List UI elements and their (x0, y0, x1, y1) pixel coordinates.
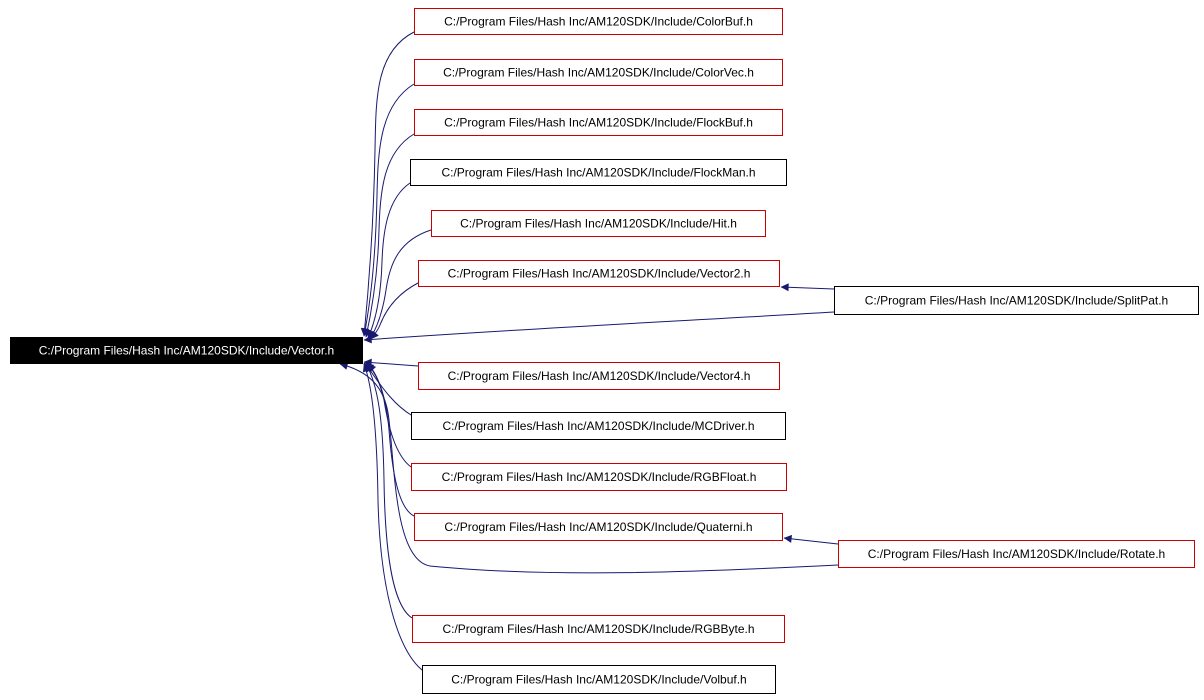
node-box (834, 286, 1199, 315)
node-box (418, 260, 780, 287)
node-label: C:/Program Files/Hash Inc/AM120SDK/Inclu… (444, 15, 753, 29)
node-label: C:/Program Files/Hash Inc/AM120SDK/Inclu… (448, 267, 751, 281)
node-box (411, 412, 786, 440)
node-label: C:/Program Files/Hash Inc/AM120SDK/Inclu… (451, 673, 746, 687)
node-rotate[interactable]: C:/Program Files/Hash Inc/AM120SDK/Inclu… (838, 540, 1195, 568)
edge-vector4-to-vector (363, 358, 419, 367)
node-box (410, 159, 787, 186)
edge-rotate-to-quaterni (783, 534, 839, 545)
node-box (411, 463, 787, 491)
node-label: C:/Program Files/Hash Inc/AM120SDK/Inclu… (865, 294, 1168, 308)
edge-hit-to-vector (369, 229, 432, 340)
node-label: C:/Program Files/Hash Inc/AM120SDK/Inclu… (444, 116, 753, 130)
node-volbuf[interactable]: C:/Program Files/Hash Inc/AM120SDK/Inclu… (422, 665, 776, 694)
node-rgbbyte[interactable]: C:/Program Files/Hash Inc/AM120SDK/Inclu… (412, 615, 785, 643)
node-rgbfloat[interactable]: C:/Program Files/Hash Inc/AM120SDK/Inclu… (411, 463, 787, 491)
node-label: C:/Program Files/Hash Inc/AM120SDK/Inclu… (442, 470, 757, 484)
node-box (422, 665, 776, 694)
node-box (431, 210, 766, 237)
node-box (414, 513, 783, 541)
edge-splitpat-to-vector2 (780, 283, 835, 292)
edge-flockman-to-vector (367, 182, 411, 339)
node-box (414, 109, 783, 136)
node-hit[interactable]: C:/Program Files/Hash Inc/AM120SDK/Inclu… (431, 210, 766, 237)
edge-colorvec-to-vector (361, 83, 415, 337)
edge-rgbbyte-to-vector (365, 363, 413, 619)
node-box (10, 337, 363, 364)
node-layer: C:/Program Files/Hash Inc/AM120SDK/Inclu… (10, 8, 1199, 694)
node-box (838, 540, 1195, 568)
node-label: C:/Program Files/Hash Inc/AM120SDK/Inclu… (460, 217, 737, 231)
node-box (412, 615, 785, 643)
node-label: C:/Program Files/Hash Inc/AM120SDK/Inclu… (868, 547, 1165, 561)
node-mcdriver[interactable]: C:/Program Files/Hash Inc/AM120SDK/Inclu… (411, 412, 786, 440)
node-colorbuf[interactable]: C:/Program Files/Hash Inc/AM120SDK/Inclu… (414, 8, 783, 35)
node-label: C:/Program Files/Hash Inc/AM120SDK/Inclu… (448, 369, 751, 383)
node-vector4[interactable]: C:/Program Files/Hash Inc/AM120SDK/Inclu… (418, 362, 780, 390)
node-label: C:/Program Files/Hash Inc/AM120SDK/Inclu… (443, 66, 754, 80)
edge-rotate-to-vector (339, 361, 839, 574)
edge-splitpat-to-vector (363, 311, 835, 344)
node-colorvec[interactable]: C:/Program Files/Hash Inc/AM120SDK/Inclu… (414, 59, 783, 86)
node-box (418, 362, 780, 390)
edge-colorbuf-to-vector (360, 31, 415, 337)
node-box (414, 59, 783, 86)
edge-flockbuf-to-vector (363, 133, 415, 338)
root-node-vector[interactable]: C:/Program Files/Hash Inc/AM120SDK/Inclu… (10, 337, 363, 364)
edge-volbuf-to-vector (362, 363, 423, 671)
node-label: C:/Program Files/Hash Inc/AM120SDK/Inclu… (442, 419, 754, 433)
node-flockman[interactable]: C:/Program Files/Hash Inc/AM120SDK/Inclu… (410, 159, 787, 186)
node-label: C:/Program Files/Hash Inc/AM120SDK/Inclu… (441, 166, 755, 180)
node-box (414, 8, 783, 35)
edge-quaterni-to-vector (367, 363, 415, 517)
edge-vector2-to-vector (370, 282, 419, 340)
edge-layer (339, 31, 839, 671)
edge-mcdriver-to-vector (363, 362, 412, 416)
node-splitpat[interactable]: C:/Program Files/Hash Inc/AM120SDK/Inclu… (834, 286, 1199, 315)
node-label: C:/Program Files/Hash Inc/AM120SDK/Inclu… (442, 622, 754, 636)
node-vector2[interactable]: C:/Program Files/Hash Inc/AM120SDK/Inclu… (418, 260, 780, 287)
node-label: C:/Program Files/Hash Inc/AM120SDK/Inclu… (39, 344, 334, 358)
node-label: C:/Program Files/Hash Inc/AM120SDK/Inclu… (444, 520, 752, 534)
node-quaterni[interactable]: C:/Program Files/Hash Inc/AM120SDK/Inclu… (414, 513, 783, 541)
node-flockbuf[interactable]: C:/Program Files/Hash Inc/AM120SDK/Inclu… (414, 109, 783, 136)
